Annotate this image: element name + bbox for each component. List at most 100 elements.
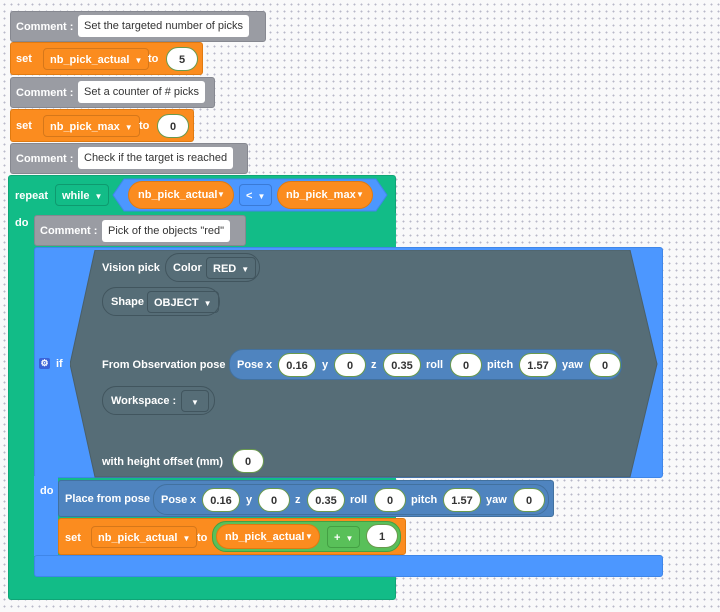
to-label: to bbox=[148, 53, 159, 65]
dropdown-arrow-icon: ▼ bbox=[124, 123, 133, 132]
pose-y-input[interactable]: 0 bbox=[334, 353, 366, 377]
pose-yaw-input[interactable]: 0 bbox=[589, 353, 621, 377]
set-variable-block[interactable]: set nb_pick_max ▼ to 0 bbox=[10, 109, 194, 142]
expression-variable[interactable]: nb_pick_actual ▼ bbox=[216, 524, 320, 549]
z-label: z bbox=[295, 494, 301, 506]
dropdown-arrow-icon: ▼ bbox=[191, 398, 199, 407]
yaw-label: yaw bbox=[486, 494, 507, 506]
to-label: to bbox=[139, 120, 150, 132]
variable-dropdown[interactable]: nb_pick_actual ▼ bbox=[43, 48, 150, 70]
set-label: set bbox=[16, 53, 32, 65]
pose-y-input[interactable]: 0 bbox=[258, 488, 290, 512]
roll-label: roll bbox=[426, 359, 444, 371]
dropdown-arrow-icon: ▼ bbox=[134, 56, 143, 65]
variable-name: nb_pick_actual bbox=[50, 54, 130, 66]
value-input[interactable]: 5 bbox=[166, 47, 198, 71]
gear-icon[interactable]: ⚙ bbox=[39, 358, 50, 369]
color-selector[interactable]: Color RED▼ bbox=[165, 253, 260, 282]
workspace-dropdown[interactable]: ▼ bbox=[181, 390, 209, 412]
comment-text-input[interactable]: Pick of the objects "red" bbox=[102, 220, 231, 242]
observation-pose-label: From Observation pose bbox=[102, 359, 226, 371]
comment-label: Comment : bbox=[16, 87, 74, 99]
comment-block[interactable]: Comment : Pick of the objects "red" bbox=[34, 215, 246, 246]
expression-value-input[interactable]: 1 bbox=[366, 524, 398, 548]
color-label: Color bbox=[173, 262, 202, 274]
variable-dropdown[interactable]: nb_pick_actual ▼ bbox=[91, 526, 198, 548]
loop-mode: while bbox=[62, 190, 90, 202]
pose-roll-input[interactable]: 0 bbox=[374, 488, 406, 512]
dropdown-arrow-icon: ▼ bbox=[217, 190, 225, 199]
comment-label: Comment : bbox=[40, 225, 98, 237]
color-dropdown[interactable]: RED▼ bbox=[206, 257, 257, 279]
y-label: y bbox=[322, 359, 329, 371]
loop-mode-dropdown[interactable]: while ▼ bbox=[55, 184, 110, 206]
pitch-label: pitch bbox=[411, 494, 438, 506]
workspace-label: Workspace : bbox=[111, 395, 177, 407]
set-label: set bbox=[16, 120, 32, 132]
comment-label: Comment : bbox=[16, 153, 74, 165]
repeat-label: repeat bbox=[15, 190, 49, 202]
pose-z-input[interactable]: 0.35 bbox=[383, 353, 421, 377]
pose-x-input[interactable]: 0.16 bbox=[278, 353, 316, 377]
dropdown-arrow-icon: ▼ bbox=[241, 265, 250, 274]
vision-pick-label: Vision pick bbox=[102, 262, 160, 274]
arithmetic-expression[interactable]: nb_pick_actual ▼ +▼ 1 bbox=[212, 521, 401, 552]
dropdown-arrow-icon: ▼ bbox=[356, 190, 364, 199]
height-offset-label: with height offset (mm) bbox=[102, 456, 223, 468]
shape-label: Shape bbox=[111, 296, 145, 308]
comment-block[interactable]: Comment : Set the targeted number of pic… bbox=[10, 11, 266, 42]
variable-name: nb_pick_max bbox=[286, 189, 356, 201]
comment-block[interactable]: Comment : Check if the target is reached bbox=[10, 143, 248, 174]
pose-pitch-input[interactable]: 1.57 bbox=[443, 488, 481, 512]
x-label: x bbox=[266, 359, 273, 371]
shape-selector[interactable]: Shape OBJECT ▼ bbox=[102, 287, 220, 316]
pose-z-input[interactable]: 0.35 bbox=[307, 488, 345, 512]
place-pose[interactable]: Pose x 0.16 y 0 z 0.35 roll 0 pitch 1.57… bbox=[153, 484, 549, 515]
value-input[interactable]: 0 bbox=[157, 114, 189, 138]
dropdown-arrow-icon: ▼ bbox=[203, 299, 212, 308]
comment-block[interactable]: Comment : Set a counter of # picks bbox=[10, 77, 215, 108]
condition-right-variable[interactable]: nb_pick_max ▼ bbox=[277, 181, 373, 209]
to-label: to bbox=[197, 532, 208, 544]
variable-name: nb_pick_actual bbox=[98, 532, 178, 544]
set-variable-block[interactable]: set nb_pick_actual ▼ to 5 bbox=[10, 42, 203, 75]
set-label: set bbox=[65, 532, 81, 544]
height-offset-input[interactable]: 0 bbox=[232, 449, 264, 473]
pose-roll-input[interactable]: 0 bbox=[450, 353, 482, 377]
variable-name: nb_pick_actual bbox=[138, 189, 218, 201]
pitch-label: pitch bbox=[487, 359, 514, 371]
operator: + bbox=[334, 532, 341, 544]
roll-label: roll bbox=[350, 494, 368, 506]
comment-label: Comment : bbox=[16, 21, 74, 33]
if-label: if bbox=[56, 358, 63, 370]
workspace-selector[interactable]: Workspace : ▼ bbox=[102, 386, 215, 415]
arithmetic-operator-dropdown[interactable]: +▼ bbox=[327, 526, 361, 548]
pose-x-input[interactable]: 0.16 bbox=[202, 488, 240, 512]
comparison-operator-dropdown[interactable]: <▼ bbox=[239, 184, 273, 206]
variable-dropdown[interactable]: nb_pick_max ▼ bbox=[43, 115, 140, 137]
dropdown-arrow-icon: ▼ bbox=[257, 192, 266, 201]
pose-label: Pose bbox=[161, 494, 188, 506]
comment-text-input[interactable]: Check if the target is reached bbox=[78, 147, 234, 169]
variable-name: nb_pick_actual bbox=[225, 531, 305, 543]
operator: < bbox=[246, 190, 253, 202]
comment-text-input[interactable]: Set the targeted number of picks bbox=[78, 15, 249, 37]
dropdown-arrow-icon: ▼ bbox=[94, 192, 103, 201]
place-label: Place from pose bbox=[65, 493, 150, 505]
pose-pitch-input[interactable]: 1.57 bbox=[519, 353, 557, 377]
y-label: y bbox=[246, 494, 253, 506]
yaw-label: yaw bbox=[562, 359, 583, 371]
condition-left-variable[interactable]: nb_pick_actual ▼ bbox=[128, 181, 234, 209]
dropdown-arrow-icon: ▼ bbox=[182, 534, 191, 543]
comment-text-input[interactable]: Set a counter of # picks bbox=[78, 81, 205, 103]
dropdown-arrow-icon: ▼ bbox=[305, 532, 313, 541]
z-label: z bbox=[371, 359, 377, 371]
do-label: do bbox=[40, 485, 54, 497]
pose-yaw-input[interactable]: 0 bbox=[513, 488, 545, 512]
observation-pose[interactable]: Pose x 0.16 y 0 z 0.35 roll 0 pitch 1.57… bbox=[229, 349, 622, 380]
if-do-arm bbox=[34, 476, 58, 556]
pose-label: Pose bbox=[237, 359, 264, 371]
variable-name: nb_pick_max bbox=[50, 121, 120, 133]
shape-dropdown[interactable]: OBJECT ▼ bbox=[147, 291, 219, 313]
shape-value: OBJECT bbox=[154, 297, 199, 309]
